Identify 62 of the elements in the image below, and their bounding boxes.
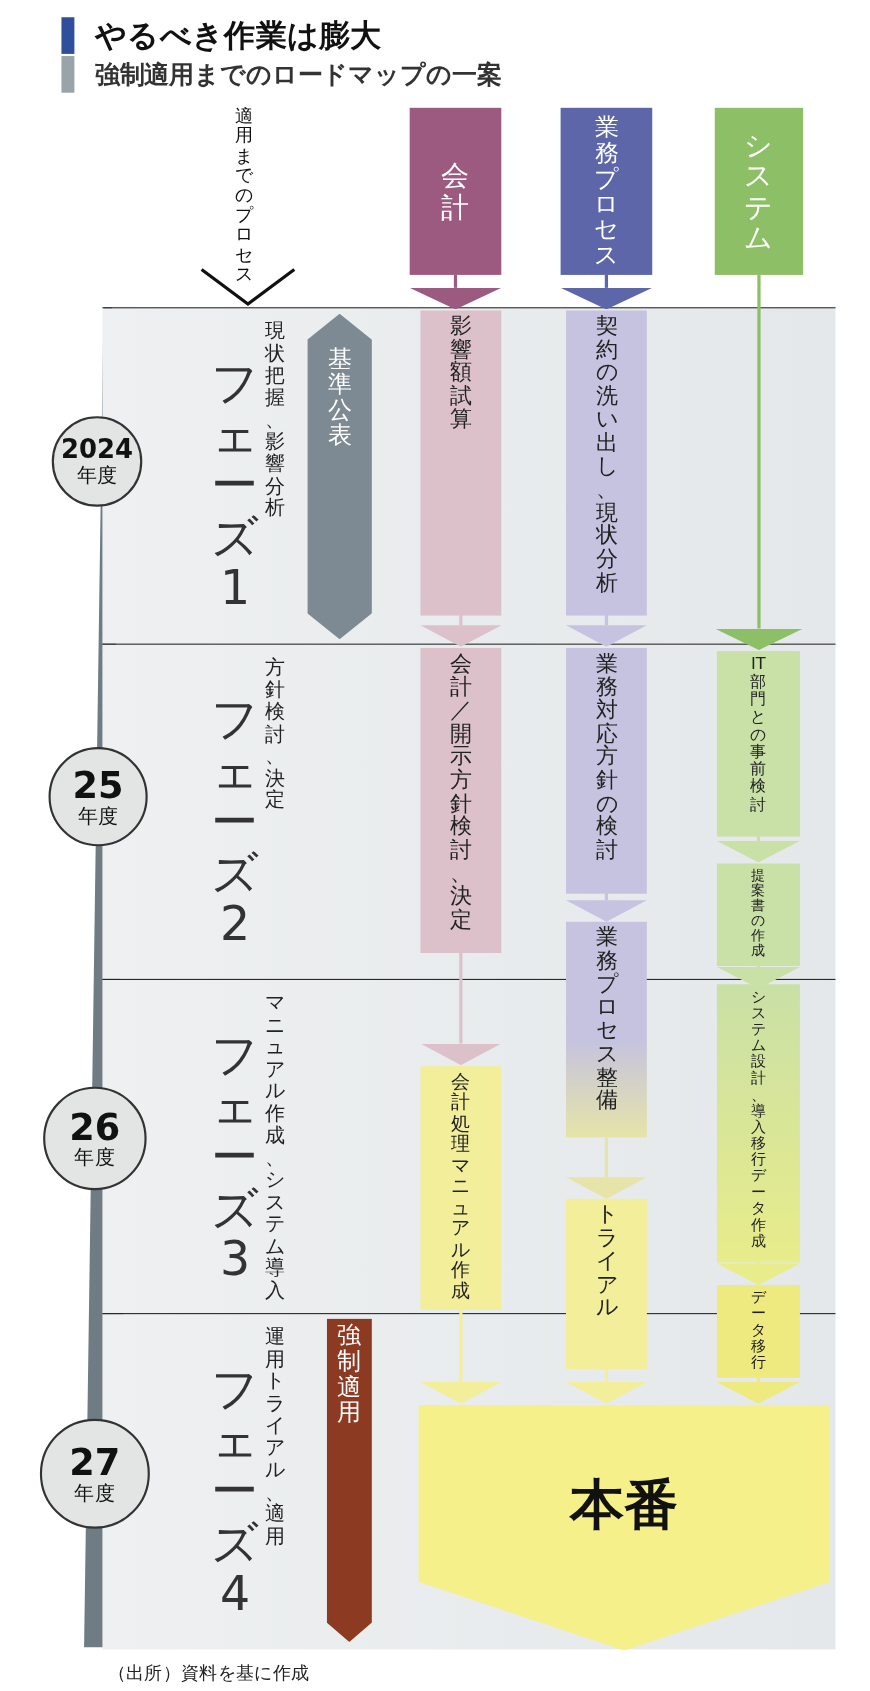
task-label: 基準公表 — [327, 346, 353, 449]
column-heading: 適用までのプロセス — [235, 105, 255, 284]
task-box — [716, 1285, 800, 1378]
phase-description: 運用トライアル、適用 — [264, 1324, 286, 1547]
task-box — [566, 921, 647, 1138]
arrow — [560, 274, 653, 310]
task-box — [566, 310, 647, 616]
task-label: 契約の洗い出し、現状分析 — [595, 314, 618, 595]
task-label: IT部門との事前検討 — [749, 655, 767, 813]
go-live-banner — [418, 1404, 831, 1651]
task-label: トライアル — [595, 1203, 618, 1320]
task-label: 業務対応方針の検討 — [595, 652, 618, 862]
arrow — [714, 274, 804, 651]
phase-description: 方針検討、決定 — [264, 655, 286, 811]
phase-title: フェーズ1 — [210, 356, 260, 613]
year-label: 2024年度 — [61, 437, 133, 486]
header-label: システム — [744, 130, 774, 252]
arrow — [566, 892, 647, 922]
header-label: 会計 — [440, 161, 471, 222]
phase-title: フェーズ2 — [210, 693, 260, 950]
arrow — [420, 951, 502, 1066]
task-label: 強制適用 — [336, 1322, 362, 1426]
title: やるべき作業は膨大 — [94, 16, 382, 56]
year-label: 25年度 — [72, 766, 124, 827]
arrow — [716, 1377, 800, 1404]
arrow — [420, 1308, 502, 1404]
task-label: 提案書の作成 — [751, 867, 766, 959]
task-box — [566, 647, 647, 894]
task-label: データ移行 — [750, 1289, 767, 1371]
column-header — [560, 107, 653, 275]
year-label: 26年度 — [69, 1108, 121, 1169]
arrow — [420, 614, 502, 647]
arrow — [409, 274, 502, 310]
arrow — [716, 835, 800, 863]
arrow — [566, 1369, 647, 1404]
column-header — [714, 107, 804, 275]
arrow — [716, 1261, 800, 1286]
column-header — [409, 107, 502, 275]
phase-description: 現状把握、影響分析 — [264, 319, 286, 519]
task-box — [716, 984, 800, 1263]
task-label: 会計／開示方針検討、決定 — [449, 652, 473, 932]
task-box — [420, 647, 502, 953]
year-label: 27年度 — [69, 1443, 121, 1504]
arrow — [566, 1137, 647, 1199]
task-label: 業務プロセス整備 — [595, 926, 618, 1113]
phase-title: フェーズ4 — [210, 1362, 260, 1619]
task-box — [420, 310, 502, 616]
task-box — [420, 1066, 502, 1310]
deadline-bar — [326, 1318, 372, 1642]
phase-title: フェーズ3 — [210, 1028, 260, 1285]
task-box — [716, 651, 800, 837]
task-box — [566, 1198, 647, 1370]
task-label: システム設計、導入移行データ作成 — [750, 988, 767, 1250]
phase-description: マニュアル作成、システム導入 — [264, 990, 286, 1301]
subtitle: 強制適用までのロードマップの一案 — [94, 59, 502, 91]
task-box — [716, 863, 800, 966]
task-label: 影響額試算 — [449, 314, 473, 432]
header-label: 業務プロセス — [593, 114, 619, 269]
task-label: 本番 — [570, 1472, 679, 1539]
task-label: 会計処理マニュアル作成 — [450, 1070, 472, 1302]
arrow — [566, 614, 647, 647]
milestone-bar — [307, 313, 372, 640]
